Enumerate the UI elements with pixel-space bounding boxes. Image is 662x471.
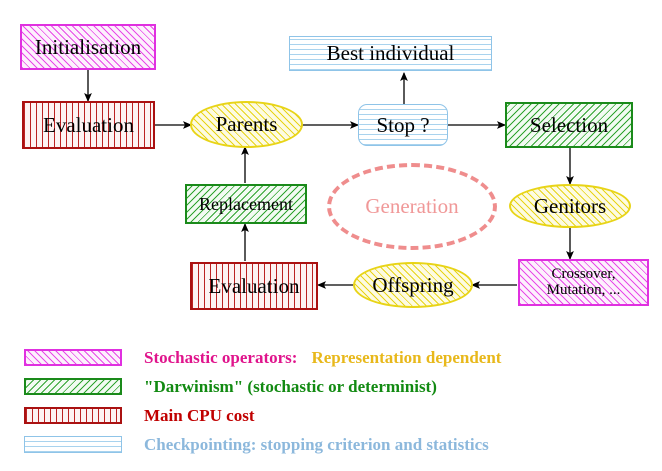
node-stop[interactable]: Stop ? [358,104,448,146]
legend-label-stochastic-operators: Stochastic operators: Representation depe… [144,348,501,368]
node-replacement[interactable]: Replacement [185,184,307,224]
node-generation-label: Generation [365,194,459,219]
node-parents-label: Parents [215,112,278,137]
legend-row-checkpointing: Checkpointing: stopping criterion and st… [24,432,644,457]
node-evaluation-top-label: Evaluation [43,112,134,137]
node-crossover-mutation-label-line2: Mutation, ... [546,281,621,298]
node-replacement-label: Replacement [199,193,293,214]
legend-label-main-cpu-cost: Main CPU cost [144,405,255,425]
node-initialisation-label: Initialisation [34,34,142,59]
node-initialisation[interactable]: Initialisation [20,24,156,70]
legend-label-darwinism: "Darwinism" (stochastic or determinist) [144,376,437,396]
node-evaluation-bottom[interactable]: Evaluation [190,262,318,310]
legend-label-checkpointing: Checkpointing: stopping criterion and st… [144,434,489,454]
node-genitors[interactable]: Genitors [509,184,631,228]
node-offspring-label: Offspring [372,272,454,297]
node-best-individual-label: Best individual [326,41,455,66]
legend-row-darwinism: "Darwinism" (stochastic or determinist) [24,374,644,399]
node-stop-label: Stop ? [376,112,430,137]
legend-swatch-magenta-hatch [24,349,122,366]
legend-swatch-green-hatch [24,378,122,395]
legend-swatch-red-vertical [24,407,122,424]
legend-label-stochastic-operators-text: Stochastic operators: [144,347,298,367]
legend-row-stochastic-operators: Stochastic operators: Representation depe… [24,345,644,370]
legend-label-representation-dependent: Representation dependent [311,347,502,367]
node-offspring[interactable]: Offspring [353,262,473,308]
legend-swatch-blue-horizontal [24,436,122,453]
legend: Stochastic operators: Representation depe… [24,345,644,461]
node-evaluation-top[interactable]: Evaluation [22,101,155,149]
node-crossover-mutation[interactable]: Crossover, Mutation, ... [518,259,649,306]
node-selection[interactable]: Selection [505,102,633,148]
node-genitors-label: Genitors [533,193,607,218]
legend-row-main-cpu-cost: Main CPU cost [24,403,644,428]
node-crossover-mutation-label-line1: Crossover, [551,265,616,282]
node-selection-label: Selection [529,112,609,137]
node-evaluation-bottom-label: Evaluation [208,273,300,298]
node-best-individual[interactable]: Best individual [289,36,492,71]
node-generation: Generation [327,163,497,250]
node-parents[interactable]: Parents [190,101,303,148]
